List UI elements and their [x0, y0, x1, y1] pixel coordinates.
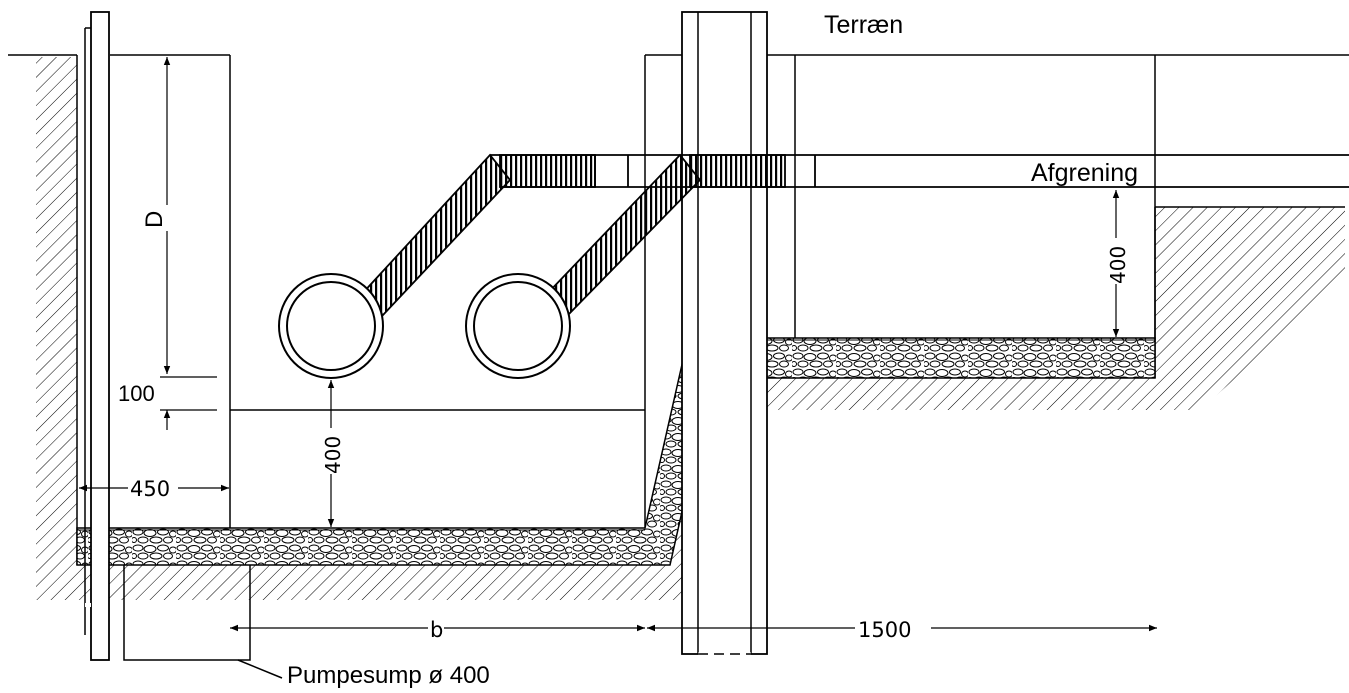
dim-1500-label: 1500	[858, 618, 911, 642]
dim-400-right-label: 400	[1106, 246, 1130, 284]
sump-outline	[123, 565, 251, 661]
right-vertical-pipe	[681, 11, 768, 656]
branch-label: Afgrening	[1031, 159, 1138, 187]
dim-400-left-label: 400	[321, 436, 345, 474]
sump-label: Pumpesump ø 400	[287, 662, 490, 689]
dim-100-label: 100	[118, 381, 155, 406]
dim-450-label: 450	[130, 477, 170, 501]
dim-b-label: b	[430, 618, 443, 642]
gravel-bed	[76, 337, 1156, 566]
left-vertical-pipe	[84, 11, 110, 661]
branch-pipe	[490, 154, 1349, 188]
terrain-label: Terræn	[824, 11, 903, 39]
drain-right	[465, 153, 702, 379]
trench-outline	[76, 55, 1156, 565]
drain-left	[278, 153, 512, 379]
soil-hatching	[36, 57, 1345, 600]
dim-depth-label: D	[141, 211, 168, 228]
